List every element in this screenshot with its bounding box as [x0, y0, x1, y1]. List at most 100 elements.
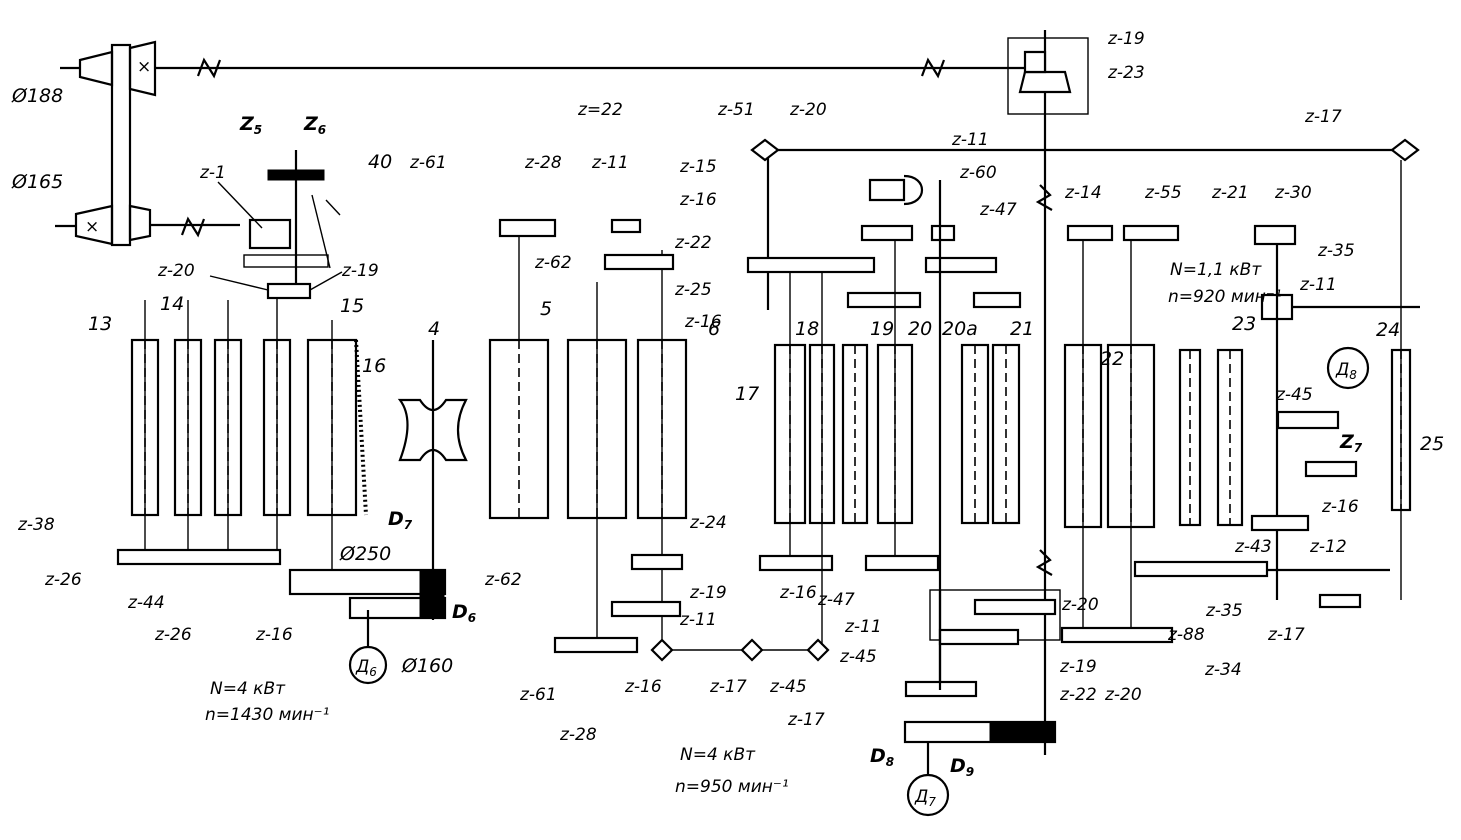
svg-text:Д7: Д7 — [914, 787, 936, 809]
svg-text:z-16: z-16 — [255, 625, 293, 645]
roll-number: 20a — [942, 318, 978, 340]
svg-text:z-14: z-14 — [1064, 183, 1102, 203]
svg-text:D7: D7 — [388, 508, 413, 532]
svg-text:Z7: Z7 — [1339, 431, 1363, 455]
roll-number: 13 — [88, 313, 112, 335]
svg-text:z-88: z-88 — [1167, 625, 1205, 645]
svg-text:z-55: z-55 — [1144, 183, 1182, 203]
svg-text:z-16: z-16 — [679, 190, 717, 210]
motor-power: N=1,1 кВт — [1170, 260, 1262, 280]
svg-text:z-28: z-28 — [524, 153, 562, 173]
belt-d7 — [288, 568, 447, 596]
svg-text:z-23: z-23 — [1107, 63, 1145, 83]
roll-number: 19 — [870, 318, 894, 340]
cardan-joint-left — [196, 57, 222, 79]
svg-text:z-45: z-45 — [839, 647, 877, 667]
roll-group-middle: 5 6 40 z-61 z-28 z-11 z-62 z-62 z-19 z-1… — [368, 151, 830, 745]
svg-text:z-62: z-62 — [534, 253, 572, 273]
pulley-diameter-label: Ø188 — [11, 85, 63, 107]
svg-text:z-61: z-61 — [409, 153, 447, 173]
svg-text:z=22: z=22 — [577, 100, 623, 120]
svg-text:z-43: z-43 — [1234, 537, 1272, 557]
roll-number: 15 — [340, 295, 364, 317]
svg-text:z-45: z-45 — [1275, 385, 1313, 405]
svg-text:z-44: z-44 — [127, 593, 165, 613]
pulley-lower-left — [74, 204, 114, 246]
svg-text:z-35: z-35 — [1205, 601, 1243, 621]
svg-text:z-22: z-22 — [674, 233, 712, 253]
pulley-upper-left — [78, 50, 114, 87]
motor-power: N=4 кВт — [680, 745, 756, 765]
top-pulley-drive: × × Ø188 Ø165 — [11, 40, 1045, 247]
clutch-label: Z6 — [303, 113, 326, 137]
svg-text:z-1: z-1 — [199, 163, 226, 183]
roll-group-left: 13 14 15 16 z-38 z-26 z-44 z-26 z-16 — [17, 293, 386, 645]
svg-text:z-19: z-19 — [1059, 657, 1097, 677]
svg-text:z-17: z-17 — [709, 677, 747, 697]
svg-text:z-45: z-45 — [769, 677, 807, 697]
svg-text:D8: D8 — [870, 745, 894, 769]
roll-number: 5 — [540, 298, 552, 320]
svg-text:z-17: z-17 — [1304, 107, 1342, 127]
motor-speed: n=950 мин⁻¹ — [675, 777, 789, 797]
fan-impeller — [397, 398, 468, 462]
roll-group-center: 18 17 19 20 20a 21 z=22 z-51 z-20 z-15 z… — [577, 100, 1420, 730]
gear-train-left — [116, 548, 282, 566]
cardan-joint-lower — [180, 216, 206, 238]
svg-text:Ø160: Ø160 — [401, 655, 453, 677]
roll-number: 18 — [795, 318, 819, 340]
svg-text:z-38: z-38 — [17, 515, 55, 535]
bottom-drive-d7: Д7 D8 D9 z-22 z-20 N=4 кВт n=950 мин⁻¹ — [675, 589, 1142, 817]
motor-speed: n=920 мин⁻¹ — [1168, 287, 1282, 307]
roll-number: 22 — [1100, 348, 1124, 370]
svg-text:z-15: z-15 — [679, 157, 717, 177]
svg-text:z-16: z-16 — [624, 677, 662, 697]
svg-text:z-17: z-17 — [787, 710, 825, 730]
svg-text:z-16: z-16 — [1321, 497, 1359, 517]
svg-text:z-11: z-11 — [844, 617, 882, 637]
svg-text:z-25: z-25 — [674, 280, 712, 300]
svg-text:z-20: z-20 — [789, 100, 827, 120]
svg-text:Д6: Д6 — [355, 657, 377, 679]
bevel-gear-top: z-19 z-23 z-17 — [1007, 29, 1342, 755]
roll-number: 25 — [1420, 433, 1444, 455]
svg-text:z-20: z-20 — [1061, 595, 1099, 615]
svg-text:z-11: z-11 — [591, 153, 629, 173]
svg-text:z-26: z-26 — [44, 570, 82, 590]
roll-number: 23 — [1232, 313, 1256, 335]
pulley-upper-right — [128, 40, 157, 97]
svg-text:z-20: z-20 — [1104, 685, 1142, 705]
cardan-joint-right — [920, 57, 946, 79]
svg-text:z-19: z-19 — [1107, 29, 1145, 49]
svg-text:×: × — [85, 217, 99, 237]
svg-text:z-16: z-16 — [684, 312, 722, 332]
motor-power: N=4 кВт — [210, 679, 286, 699]
svg-text:z-34: z-34 — [1204, 660, 1242, 680]
roll-number: 4 — [428, 318, 440, 340]
svg-text:z-16: z-16 — [779, 583, 817, 603]
svg-text:z-47: z-47 — [979, 200, 1017, 220]
roll-number: 24 — [1376, 319, 1400, 341]
svg-text:z-51: z-51 — [717, 100, 755, 120]
svg-text:z-19: z-19 — [341, 261, 379, 281]
svg-text:z-62: z-62 — [484, 570, 522, 590]
svg-text:z-20: z-20 — [157, 261, 195, 281]
svg-text:z-35: z-35 — [1317, 241, 1355, 261]
svg-text:z-26: z-26 — [154, 625, 192, 645]
svg-text:z-11: z-11 — [951, 130, 989, 150]
roll-number: 17 — [735, 383, 759, 405]
svg-text:z-22: z-22 — [1059, 685, 1097, 705]
svg-text:z-24: z-24 — [689, 513, 727, 533]
svg-text:z-61: z-61 — [519, 685, 557, 705]
svg-text:z-19: z-19 — [689, 583, 727, 603]
svg-text:z-12: z-12 — [1309, 537, 1347, 557]
svg-text:z-47: z-47 — [817, 590, 855, 610]
svg-text:D6: D6 — [452, 601, 476, 625]
svg-text:Ø250: Ø250 — [339, 543, 391, 565]
pulley-lower-right — [128, 204, 152, 242]
svg-text:Д8: Д8 — [1335, 360, 1357, 382]
belt — [110, 43, 132, 247]
svg-text:z-11: z-11 — [1299, 275, 1337, 295]
